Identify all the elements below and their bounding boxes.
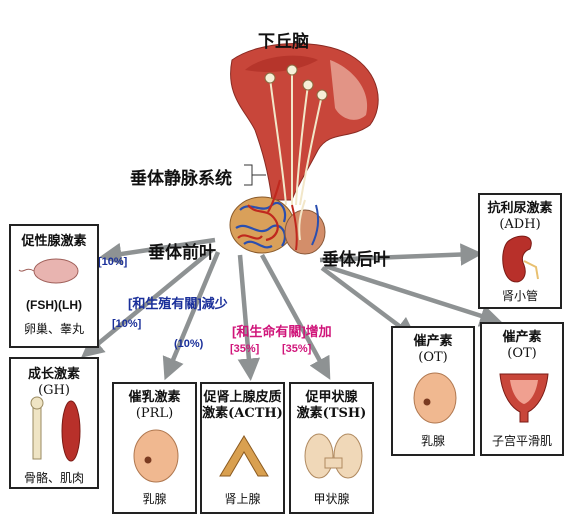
acth-box: 促肾上腺皮质 激素(ACTH) 肾上腺	[200, 382, 285, 514]
breast-icon	[133, 429, 179, 483]
thyroid-icon	[304, 433, 363, 479]
fsh-lh-sub: (FSH)(LH)	[26, 298, 82, 312]
gh-box: 成长激素 (GH) 骨骼、肌肉	[9, 357, 99, 489]
arrow-to-prl	[162, 251, 221, 381]
prl-target: 乳腺	[142, 492, 167, 506]
arrow-to-ot1	[320, 266, 418, 340]
acth-title-2: 激素(ACTH)	[202, 406, 283, 421]
reproductive-note: [和生殖有關]減少	[128, 296, 228, 311]
arrow-to-tsh	[260, 253, 331, 380]
ot-uterus-abbr: (OT)	[507, 346, 537, 361]
uterus-icon	[499, 373, 549, 423]
prl-title: 催乳激素	[128, 390, 181, 405]
arrow-to-adh	[319, 243, 483, 266]
ot-breast-target: 乳腺	[420, 434, 445, 448]
ot-breast-abbr: (OT)	[418, 350, 448, 365]
arrow-to-acth	[237, 254, 261, 381]
adh-target: 肾小管	[501, 289, 538, 303]
acth-percent: [35%]	[230, 343, 260, 355]
hypothalamus-label: 下丘脑	[258, 32, 309, 52]
gh-title: 成长激素	[27, 367, 80, 382]
acth-title-1: 促肾上腺皮质	[203, 390, 282, 405]
arrow-to-ot2	[324, 263, 503, 327]
fsh-lh-percent: [10%]	[98, 256, 128, 268]
arrow-to-gh	[81, 248, 214, 358]
tsh-title-1: 促甲状腺	[305, 390, 358, 405]
adh-abbr: (ADH)	[499, 217, 541, 232]
gh-percent: [10%]	[112, 318, 142, 330]
breast-icon-2	[413, 372, 457, 424]
ot-uterus-title: 催产素	[502, 330, 542, 345]
life-note: [和生命有關]增加	[232, 324, 332, 339]
ot-breast-box: 催产素 (OT) 乳腺	[391, 326, 475, 456]
ot-uterus-target: 子宫平滑肌	[491, 434, 552, 448]
fsh-lh-target: 卵巢、睾丸	[23, 322, 84, 336]
posterior-lobe-label: 垂体后叶	[322, 250, 390, 270]
gh-target: 骨骼、肌肉	[23, 471, 84, 485]
ovary-icon	[18, 258, 79, 284]
portal-system-label: 垂体静脉系统	[130, 169, 232, 189]
tsh-title-2: 激素(TSH)	[296, 406, 367, 421]
tsh-percent: [35%]	[282, 343, 312, 355]
adh-title: 抗利尿激素	[487, 201, 553, 216]
acth-target: 肾上腺	[224, 492, 261, 506]
fsh-lh-box: 促性腺激素 (FSH)(LH) 卵巢、睾丸	[9, 224, 99, 348]
prl-percent: (10%)	[174, 338, 204, 350]
anterior-lobe-label: 垂体前叶	[148, 243, 216, 263]
adh-box: 抗利尿激素 (ADH) 肾小管	[478, 193, 562, 309]
tsh-target: 甲状腺	[313, 492, 350, 506]
kidney-icon	[502, 235, 539, 283]
ot-uterus-box: 催产素 (OT) 子宫平滑肌	[480, 322, 564, 456]
fsh-lh-title: 促性腺激素	[21, 234, 87, 249]
adrenal-icon	[219, 435, 269, 477]
prl-box: 催乳激素 (PRL) 乳腺	[112, 382, 197, 514]
tsh-box: 促甲状腺 激素(TSH) 甲状腺	[289, 382, 374, 514]
gh-abbr: (GH)	[38, 383, 70, 398]
ot-breast-title: 催产素	[413, 334, 453, 349]
arrow-to-fsh	[99, 237, 216, 266]
bone-muscle-icon	[30, 396, 81, 462]
prl-abbr: (PRL)	[135, 406, 174, 421]
